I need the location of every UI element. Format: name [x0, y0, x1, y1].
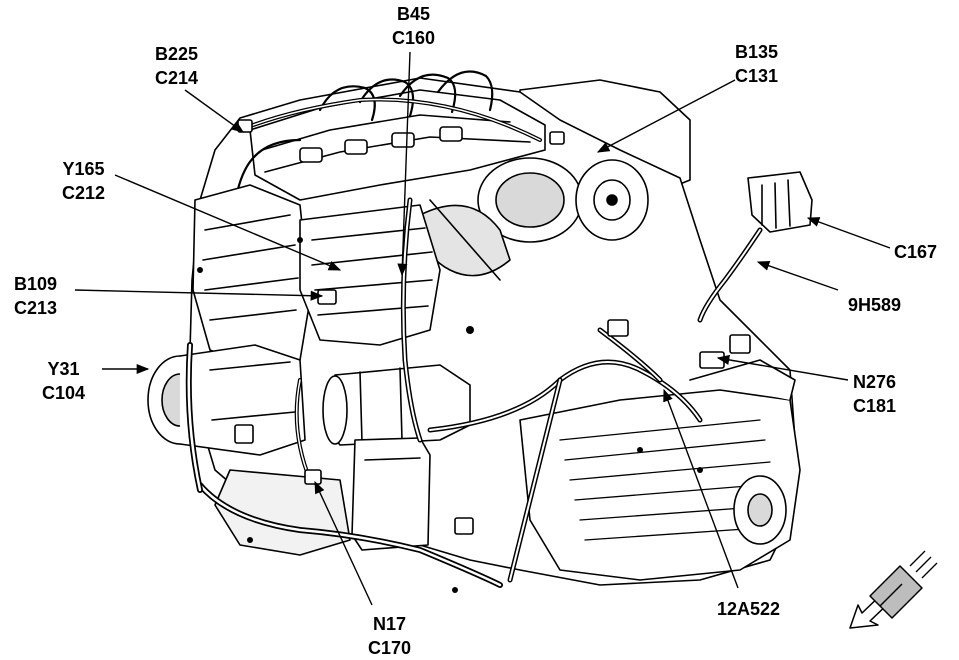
callout-c104: C104 — [42, 383, 86, 403]
leader-n276-c181 — [716, 354, 849, 381]
callout-y31: Y31 — [47, 359, 80, 379]
callout-c160: C160 — [392, 28, 436, 48]
callout-b109-c213: B109 C213 — [14, 272, 57, 320]
front-direction-arrow-icon — [849, 550, 938, 629]
transmission — [519, 359, 801, 581]
callout-y165-c212: Y165 C212 — [62, 157, 105, 205]
callout-c170: C170 — [368, 638, 412, 658]
leader-9h589 — [756, 260, 839, 291]
leader-b109-c213 — [74, 289, 324, 301]
leader-12a522 — [663, 388, 739, 589]
callout-c214: C214 — [155, 68, 199, 88]
callout-c181: C181 — [853, 396, 897, 416]
wiring-harness — [185, 97, 703, 588]
starter-motor — [322, 364, 471, 446]
callout-c167-text: C167 — [894, 242, 938, 262]
leader-b225-c214 — [184, 89, 245, 133]
callout-c213: C213 — [14, 298, 58, 318]
control-module — [351, 437, 431, 551]
leader-b45-c160 — [397, 51, 411, 277]
callout-9h589-text: 9H589 — [848, 295, 902, 315]
callout-b135-c131: B135 C131 — [735, 40, 778, 88]
leader-n17-c170 — [314, 480, 373, 606]
callout-n17: N17 — [373, 614, 407, 634]
callout-b45-c160: B45 C160 — [392, 2, 435, 50]
callout-c212: C212 — [62, 183, 106, 203]
leader-b135-c131 — [596, 79, 736, 153]
connector-c167-body — [697, 171, 813, 323]
engine-illustration — [147, 70, 813, 593]
leader-c167 — [806, 217, 891, 249]
callout-y165: Y165 — [62, 159, 105, 179]
bolts — [197, 237, 703, 593]
callout-c131: C131 — [735, 66, 779, 86]
callout-b45: B45 — [397, 4, 431, 24]
leader-y165-c212 — [114, 174, 342, 271]
callout-n276-c181: N276 C181 — [853, 370, 896, 418]
callout-12a522: 12A522 — [717, 597, 780, 621]
front-cover — [192, 184, 311, 371]
compressor — [147, 344, 306, 456]
callout-9h589: 9H589 — [848, 293, 901, 317]
callout-12a522-text: 12A522 — [717, 599, 781, 619]
callout-b225-c214: B225 C214 — [155, 42, 198, 90]
callout-n276: N276 — [853, 372, 897, 392]
leader-lines — [74, 51, 891, 606]
injector-row — [299, 126, 463, 163]
turbocharger — [477, 157, 649, 243]
callout-n17-c170: N17 C170 — [368, 612, 411, 660]
callout-b109: B109 — [14, 274, 58, 294]
intake-manifold — [299, 204, 441, 346]
callout-b135: B135 — [735, 42, 779, 62]
callout-y31-c104: Y31 C104 — [42, 357, 85, 405]
callout-c167: C167 — [894, 240, 937, 264]
callout-b225: B225 — [155, 44, 199, 64]
